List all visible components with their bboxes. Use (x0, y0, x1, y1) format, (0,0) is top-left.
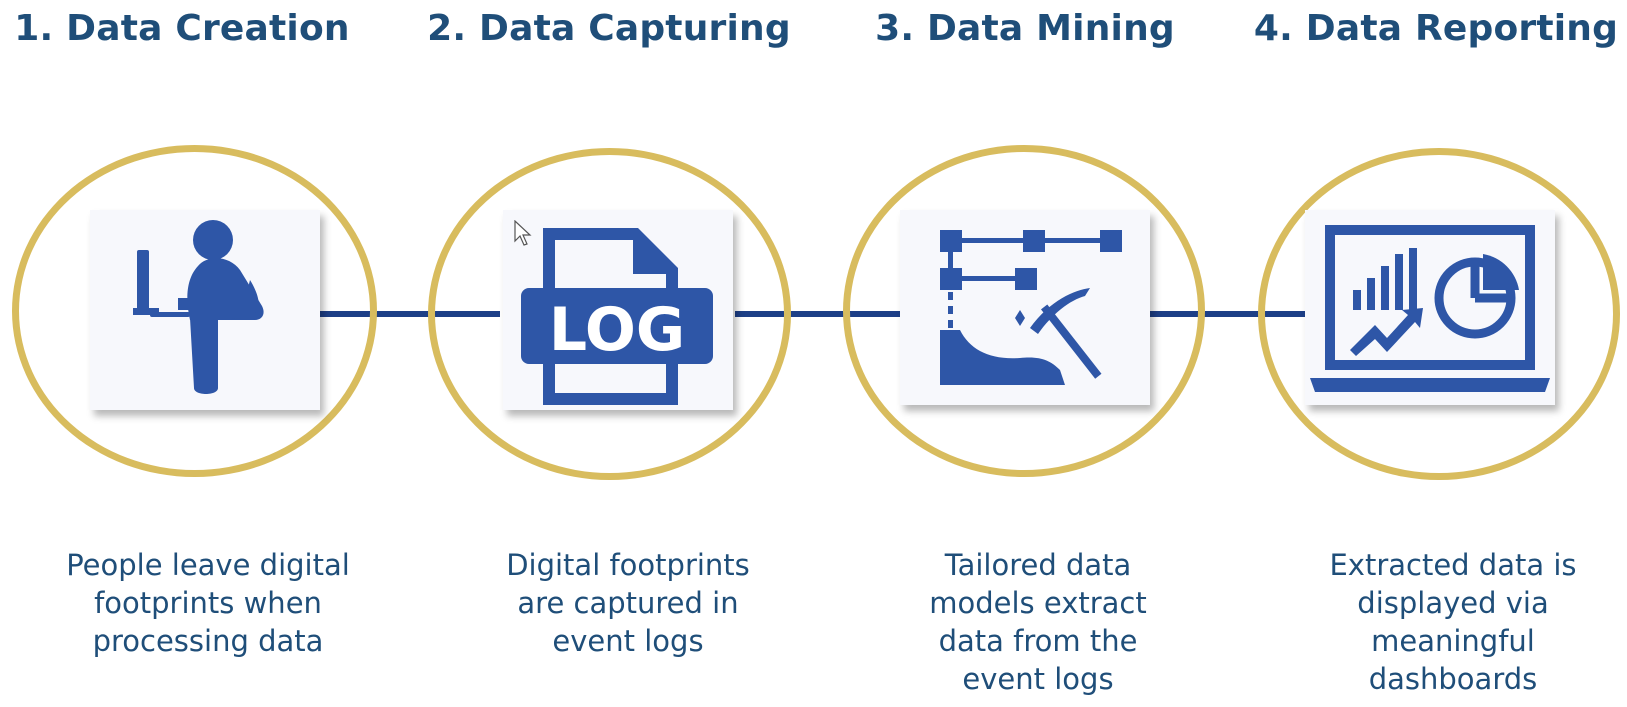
pie-chart-icon (1434, 254, 1519, 339)
step-title-data-reporting: 4. Data Reporting (1253, 8, 1619, 49)
step-description-data-capturing: Digital footprints are captured in event… (506, 548, 750, 658)
person-at-computer-icon (133, 220, 264, 394)
log-file-icon: LOG (521, 228, 713, 405)
step-title-data-creation: 1. Data Creation (14, 8, 350, 49)
connector-line-1-2 (320, 311, 500, 317)
dashboard-laptop-icon (1310, 225, 1550, 392)
connector-line-3-4 (1150, 311, 1310, 317)
step-description-data-reporting: Extracted data is displayed via meaningf… (1329, 548, 1577, 696)
step-card-data-reporting (1305, 210, 1555, 405)
step-description-data-mining: Tailored data models extract data from t… (929, 548, 1147, 696)
mouse-cursor-icon (514, 220, 532, 246)
step-ring-data-mining (843, 145, 1205, 477)
step-ring-data-reporting (1258, 148, 1620, 480)
step-title-data-mining: 3. Data Mining (875, 8, 1175, 49)
step-description-data-creation: People leave digital footprints when pro… (66, 548, 350, 658)
step-ring-data-creation (12, 145, 377, 477)
connector-line-2-3 (735, 311, 905, 317)
step-title-data-capturing: 2. Data Capturing (427, 8, 791, 49)
step-card-data-creation (90, 210, 320, 410)
step-ring-data-capturing (428, 148, 791, 480)
data-mining-pickaxe-icon (940, 230, 1122, 385)
step-card-data-mining (900, 210, 1150, 405)
log-label: LOG (549, 295, 685, 365)
step-card-data-capturing: LOG (503, 210, 733, 410)
